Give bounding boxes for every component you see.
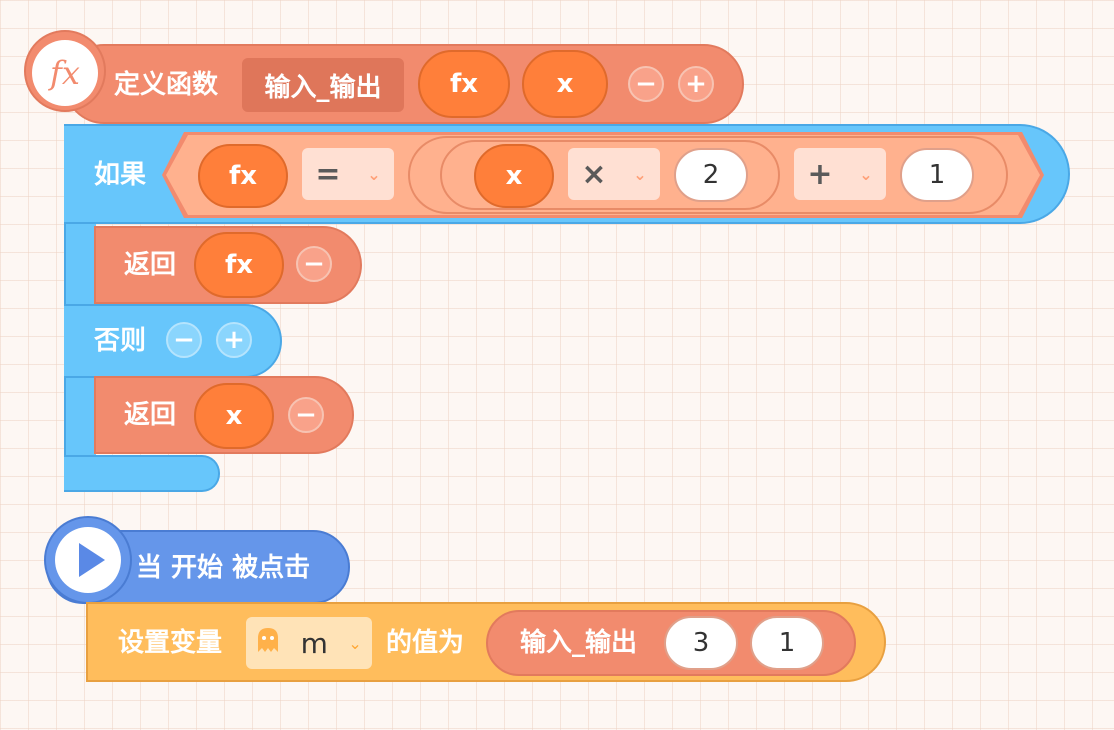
play-icon xyxy=(55,527,121,593)
if-label: 如果 xyxy=(94,160,147,190)
add-value-input[interactable]: 1 xyxy=(900,148,974,202)
play-icon-shape xyxy=(79,543,105,577)
param-fx[interactable]: fx xyxy=(418,50,510,118)
variable-dropdown[interactable]: m ⌄ xyxy=(246,617,372,669)
equals-operator-dropdown[interactable]: = ⌄ xyxy=(302,148,394,200)
function-call-name: 输入_输出 xyxy=(520,628,638,658)
variable-name: m xyxy=(300,626,328,660)
if-block-footer xyxy=(64,455,220,492)
expr-var-x[interactable]: x xyxy=(474,144,554,208)
multiply-operator-dropdown[interactable]: × ⌄ xyxy=(568,148,660,200)
param-x[interactable]: x xyxy=(522,50,608,118)
chevron-down-icon: ⌄ xyxy=(348,633,362,653)
multiply-expression-block[interactable] xyxy=(440,140,780,210)
add-operator-dropdown[interactable]: + ⌄ xyxy=(794,148,886,200)
multiply-operator: × xyxy=(581,156,607,192)
add-param-button[interactable]: + xyxy=(678,66,714,102)
remove-else-button[interactable]: − xyxy=(166,322,202,358)
fx-icon-label: fx xyxy=(50,54,80,92)
ghost-icon xyxy=(256,626,280,661)
add-operator: + xyxy=(807,156,833,192)
set-variable-label: 设置变量 xyxy=(118,628,223,658)
add-else-if-button[interactable]: + xyxy=(216,322,252,358)
define-function-label: 定义函数 xyxy=(114,70,219,100)
fx-icon: fx xyxy=(32,40,98,106)
remove-return-value-button[interactable]: − xyxy=(296,246,332,282)
value-label: 的值为 xyxy=(386,628,465,658)
multiply-value-input[interactable]: 2 xyxy=(674,148,748,202)
remove-return-value-button[interactable]: − xyxy=(288,397,324,433)
equals-operator: = xyxy=(315,156,341,192)
return-value-x[interactable]: x xyxy=(194,383,274,449)
condition-left-fx[interactable]: fx xyxy=(198,144,288,208)
chevron-down-icon: ⌄ xyxy=(367,164,381,184)
remove-param-button[interactable]: − xyxy=(628,66,664,102)
function-arg-2[interactable]: 1 xyxy=(750,616,824,670)
return-label: 返回 xyxy=(124,400,177,430)
start-block-label: 当 开始 被点击 xyxy=(136,553,311,583)
ghost-icon-shape xyxy=(258,627,279,652)
return-label: 返回 xyxy=(124,250,177,280)
chevron-down-icon: ⌄ xyxy=(859,164,873,184)
chevron-down-icon: ⌄ xyxy=(633,164,647,184)
function-name-field[interactable]: 输入_输出 xyxy=(242,58,404,112)
function-arg-1[interactable]: 3 xyxy=(664,616,738,670)
return-value-fx[interactable]: fx xyxy=(194,232,284,298)
else-label: 否则 xyxy=(94,326,147,356)
add-expression-block[interactable] xyxy=(408,136,1008,214)
